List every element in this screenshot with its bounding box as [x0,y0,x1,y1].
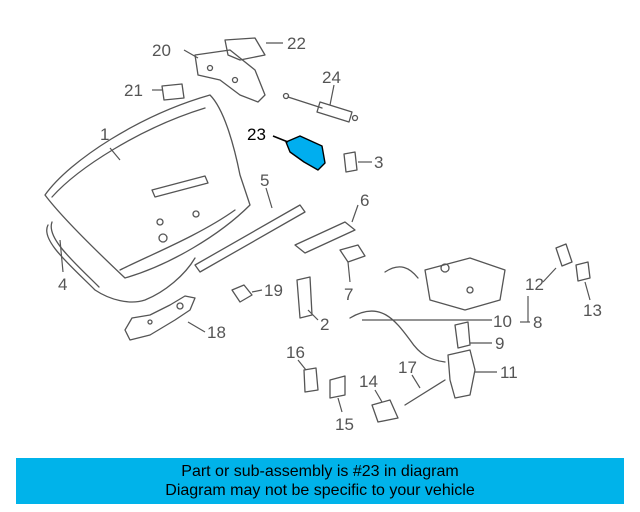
bump-stop-19 [231,284,253,303]
light-7 [339,244,366,263]
banner-line-1: Part or sub-assembly is #23 in diagram [181,463,459,480]
callout-16: 16 [286,343,305,362]
release-cable [349,310,446,363]
hinge-18 [124,295,196,341]
pad-21 [161,83,185,101]
callout-20: 20 [152,41,171,60]
callout-19: 19 [264,281,283,300]
callout-13: 13 [583,301,602,320]
callout-1: 1 [100,125,109,144]
part-13 [575,261,591,282]
handle-6 [294,221,356,254]
callout-6: 6 [360,191,369,210]
info-banner: Part or sub-assembly is #23 in diagram D… [16,458,624,504]
part-23-highlight [285,135,326,171]
callout-22: 22 [287,34,306,53]
callout-15: 15 [335,415,354,434]
trunk-lid [44,94,251,279]
callout-21: 21 [124,81,143,100]
callout-10: 10 [493,312,512,331]
rod-17 [404,379,446,406]
callout-18: 18 [207,323,226,342]
callout-8: 8 [533,313,542,332]
leader-lines [59,42,591,413]
callout-4: 4 [58,275,67,294]
bracket-20-22 [194,37,266,103]
striker-11 [447,349,476,399]
parts-diagram: 1 2 3 4 5 6 7 8 9 10 11 12 13 14 15 16 1… [44,34,602,434]
trim-strip-5 [194,204,306,273]
weatherstrip [46,224,196,303]
latch-assembly [384,257,506,311]
part-14 [371,399,399,423]
strut-24 [282,92,359,123]
actuator-9 [454,321,471,349]
callout-14: 14 [359,372,378,391]
banner-line-2: Diagram may not be specific to your vehi… [165,482,475,499]
part-12 [555,243,573,267]
callout-9: 9 [495,334,504,353]
callout-17: 17 [398,358,417,377]
callout-7: 7 [344,285,353,304]
callout-5: 5 [260,171,269,190]
callout-3: 3 [374,153,383,172]
callout-11: 11 [500,363,518,382]
part-15 [329,375,346,399]
callout-23: 23 [247,125,266,144]
callout-12: 12 [525,275,544,294]
callout-24: 24 [322,68,341,87]
callout-2: 2 [320,315,329,334]
part-2 [296,276,313,319]
bumper-3 [343,151,358,173]
part-16 [303,367,319,393]
